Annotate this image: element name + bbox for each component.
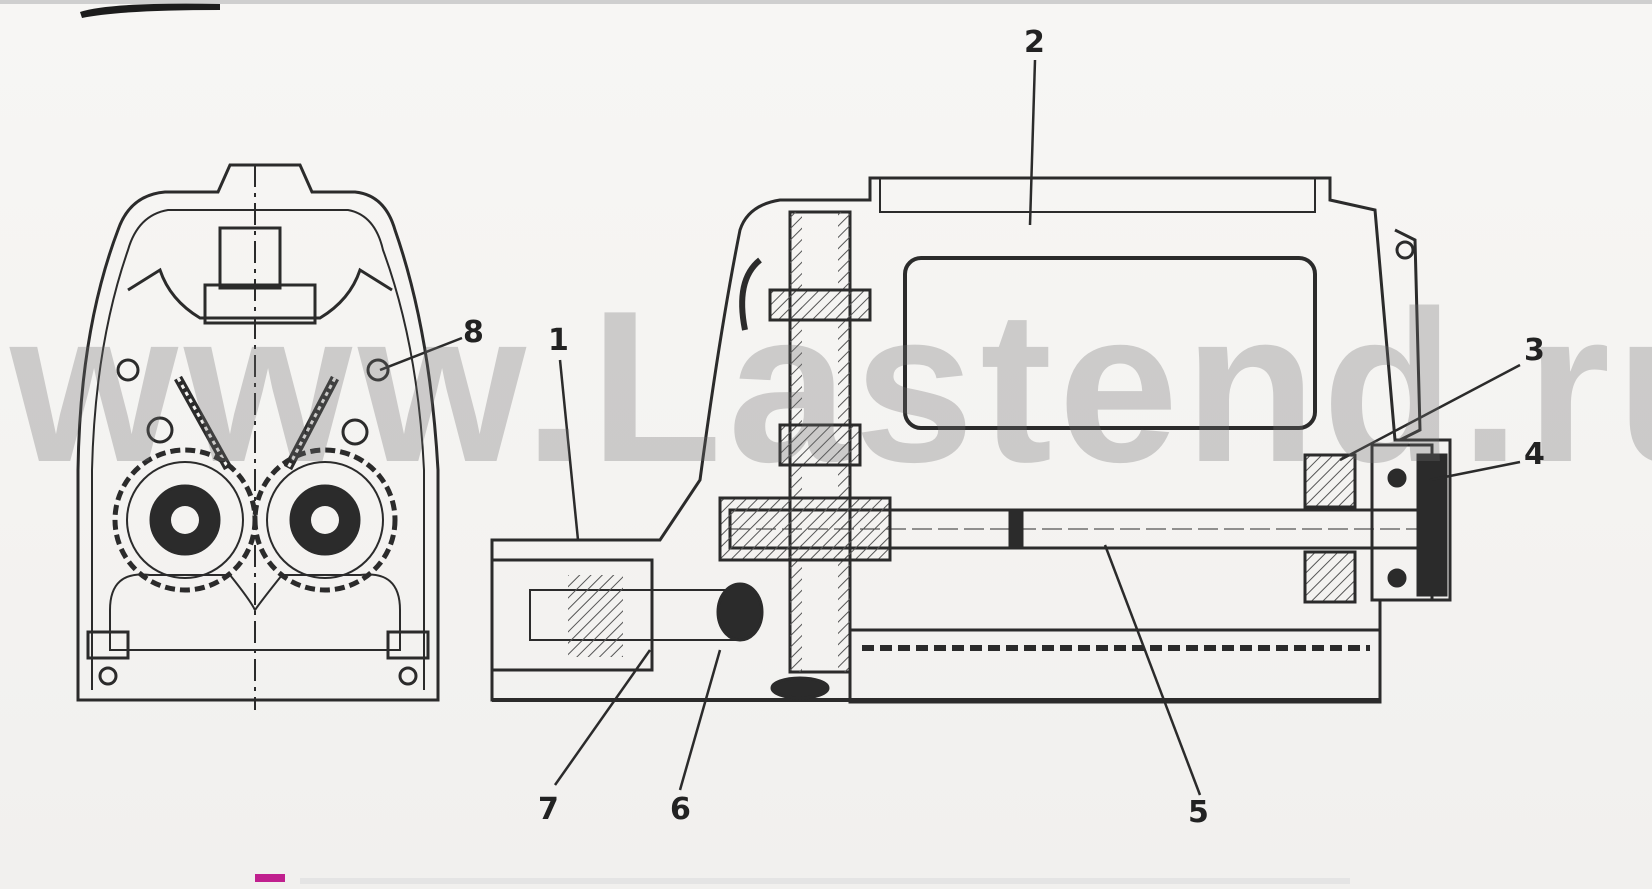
leader-5	[1103, 544, 1202, 796]
foot-left	[86, 630, 130, 660]
callout-2: 2	[1024, 25, 1045, 60]
nose-bore	[529, 589, 741, 641]
foot-bolt-left	[98, 666, 118, 686]
side-view	[490, 176, 1452, 704]
foot-bolt-right	[398, 666, 418, 686]
nose-shaft-end	[716, 582, 764, 642]
leader-8	[379, 336, 463, 372]
nose-hatch	[568, 575, 623, 657]
nose-housing	[490, 558, 654, 672]
leader-4	[1429, 460, 1521, 482]
idler-left	[146, 416, 174, 444]
top-frame-edge	[0, 0, 1652, 4]
front-housing-outline	[76, 163, 440, 702]
end-bolt-upper	[1387, 468, 1407, 488]
foot-right	[386, 630, 430, 660]
column-nut-lower	[778, 423, 862, 467]
center-block	[218, 226, 282, 290]
bearing-lower	[1303, 550, 1357, 604]
callout-8: 8	[463, 315, 484, 350]
corner-edge-fragment	[80, 3, 220, 18]
spring-arm-right-hatch	[286, 377, 337, 469]
top-cover	[879, 178, 1316, 213]
shaft-collar	[718, 496, 892, 562]
callout-4: 4	[1524, 437, 1545, 472]
body-fillet	[739, 257, 763, 331]
bolt-right-top	[366, 358, 390, 382]
caption-fragment-marks	[255, 874, 1350, 884]
leader-1	[558, 359, 580, 541]
callout-6: 6	[670, 792, 691, 827]
base-frame	[848, 628, 1382, 704]
leader-7	[553, 649, 652, 786]
strap-bolt	[1395, 240, 1415, 260]
callout-1: 1	[548, 323, 569, 358]
side-strap	[1394, 228, 1422, 442]
end-flange	[1416, 453, 1448, 597]
side-body-outline	[490, 176, 1452, 702]
callout-5: 5	[1188, 795, 1209, 830]
lower-chamber	[109, 573, 401, 651]
callout-3: 3	[1524, 333, 1545, 368]
leader-2	[1028, 59, 1037, 226]
idler-right	[341, 418, 369, 446]
leader-lines	[379, 59, 1521, 796]
center-block-base	[203, 283, 317, 325]
shaft-sleeve	[1008, 510, 1024, 548]
leader-3	[1339, 363, 1521, 462]
housing-window	[903, 256, 1317, 430]
gear-right	[252, 447, 398, 593]
front-view	[76, 163, 440, 710]
end-bolt-lower	[1387, 568, 1407, 588]
spring-arm-left-hatch	[176, 377, 230, 469]
slot	[770, 676, 830, 700]
bolt-left-top	[116, 358, 140, 382]
leader-6	[678, 649, 722, 791]
bearing-upper	[1303, 453, 1357, 509]
rail-saddle	[127, 267, 393, 320]
gear-left	[112, 447, 258, 593]
callout-7: 7	[538, 792, 559, 827]
column-nut-upper	[768, 288, 872, 322]
